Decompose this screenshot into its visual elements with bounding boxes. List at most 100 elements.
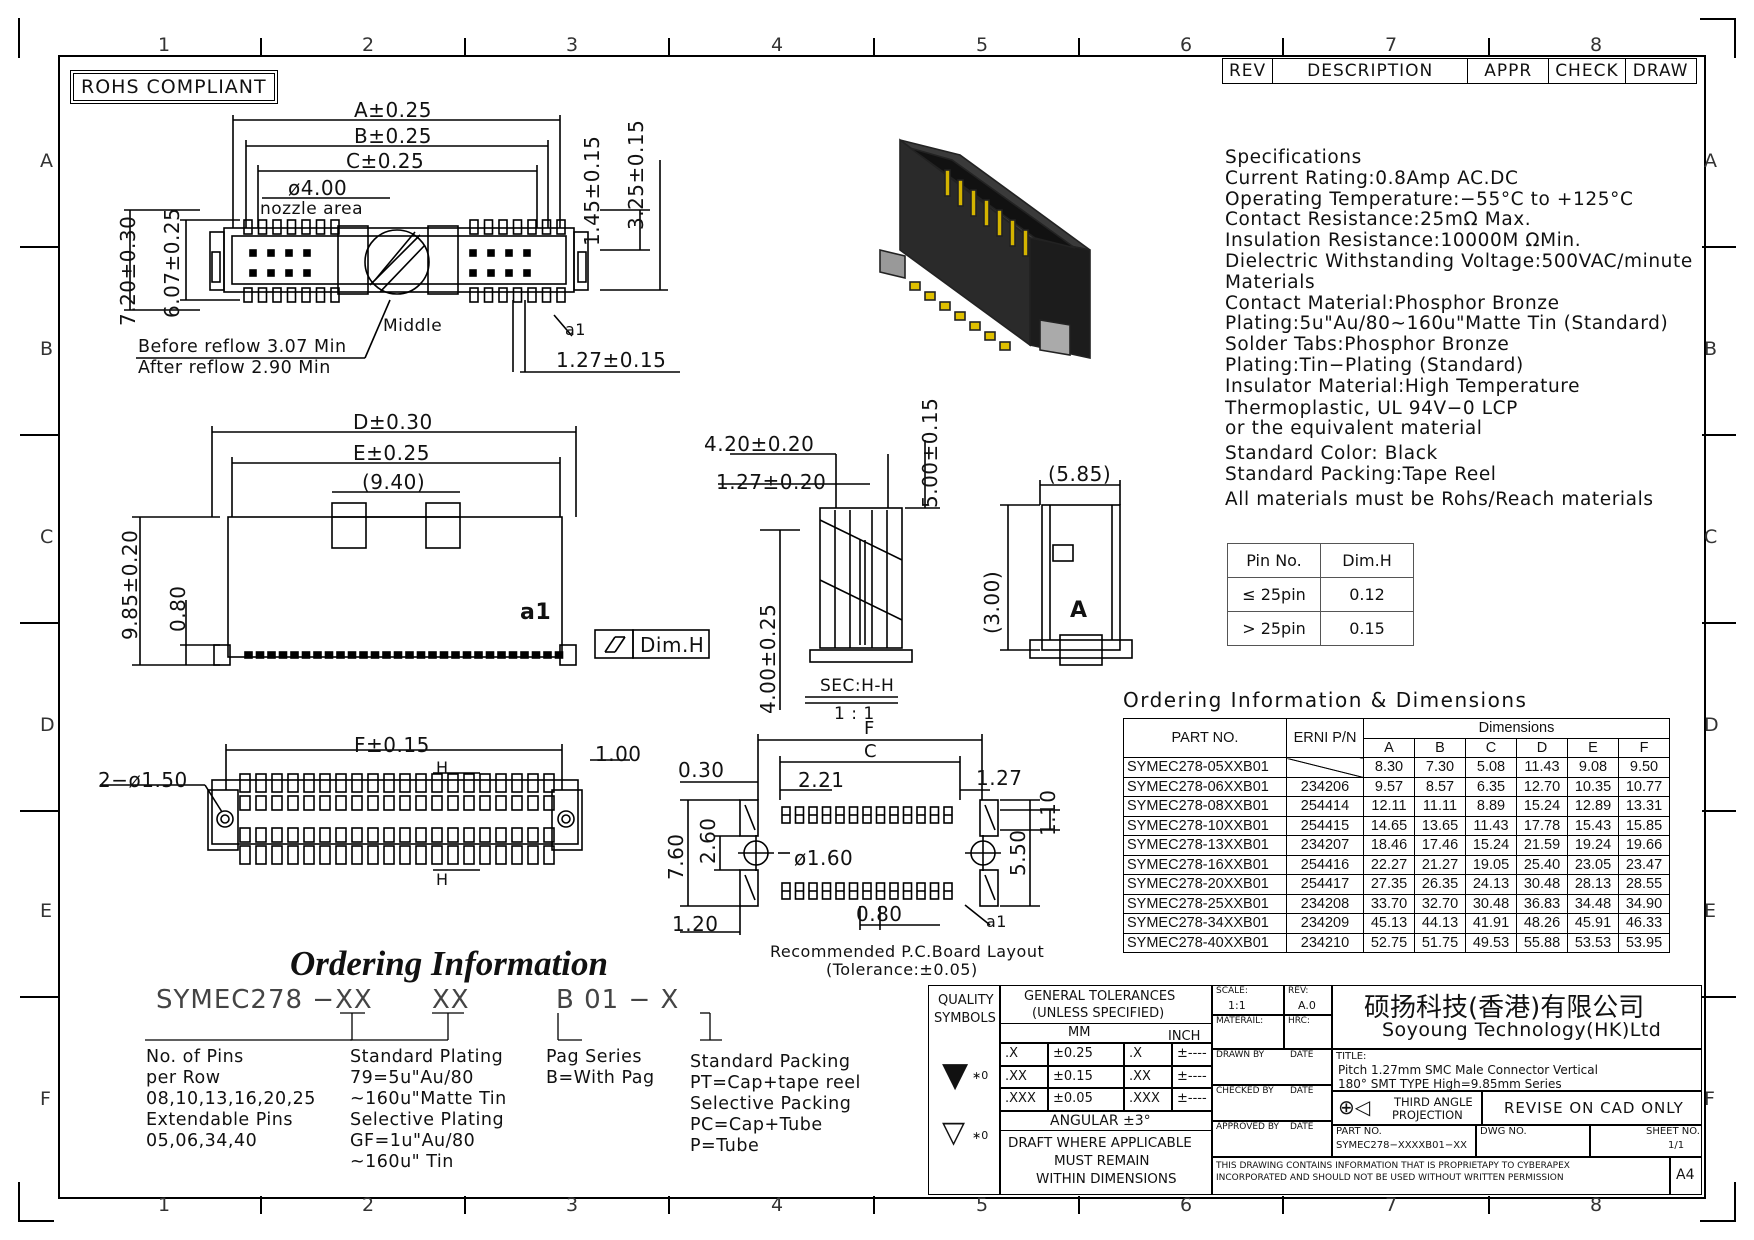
bottom-view-pin [479, 795, 491, 811]
notice-cell [1212, 1157, 1670, 1195]
zone-tick [668, 38, 670, 56]
checked-date-label: DATE [1290, 1086, 1314, 1096]
bottom-view-pin [383, 827, 395, 843]
front-pin [485, 651, 495, 659]
tol-value: ±---- [1177, 1091, 1207, 1107]
bottom-view-pin [463, 795, 475, 811]
revise-on-cad: REVISE ON CAD ONLY [1504, 1099, 1684, 1117]
tol-value: .XXX [1129, 1091, 1160, 1107]
part-no-cell [1332, 1125, 1476, 1157]
front-pin [255, 651, 265, 659]
front-pin [497, 651, 506, 659]
pcb-1-60: ø1.60 [794, 846, 854, 870]
iso-pin-top [1009, 219, 1016, 247]
dimensions-header: Dimensions [1363, 718, 1670, 739]
bottom-view-pin [383, 773, 395, 793]
front-pin [244, 651, 253, 659]
bottom-view-pin [431, 827, 443, 843]
zone-tick [873, 1196, 875, 1214]
iso-pin-foot [939, 301, 951, 311]
bottom-pin [541, 287, 552, 303]
corner-mark [1700, 18, 1736, 20]
pcb-7-60: 7.60 [664, 833, 688, 880]
part-number: SYMEC278-10XXB01 [1123, 815, 1287, 836]
bottom-view-pin [351, 827, 363, 843]
dimension-value: 17.46 [1414, 835, 1466, 856]
iso-pin-foot [969, 321, 981, 331]
bottom-view-pin [447, 827, 459, 843]
tol-value: ±0.15 [1053, 1068, 1093, 1084]
dim-c: C±0.25 [346, 149, 425, 173]
bottom-view-pin [527, 773, 539, 793]
front-pin [405, 651, 414, 659]
front-pin [416, 651, 426, 659]
dim-3-25: 3.25±0.15 [624, 119, 648, 230]
dwg-no-cell [1476, 1125, 1590, 1157]
section-mark-h-bottom: H [436, 870, 449, 889]
bottom-view-pin [319, 845, 331, 865]
dim-col-header: D [1516, 737, 1568, 758]
iso-pin-foot [954, 311, 966, 321]
zone-row-label: C [1704, 526, 1718, 548]
proprietary-notice-1: THIS DRAWING CONTAINS INFORMATION THAT I… [1216, 1161, 1570, 1171]
contact-dot [249, 249, 257, 257]
part-number: SYMEC278-13XXB01 [1123, 835, 1287, 856]
dimension-value: 7.30 [1414, 757, 1466, 778]
bottom-view-pin [479, 845, 491, 865]
bottom-pin [512, 287, 523, 303]
front-pin [531, 651, 541, 659]
iso-pin-top [1022, 229, 1029, 257]
bottom-view-pin [399, 827, 411, 843]
part-number: SYMEC278-40XXB01 [1123, 932, 1287, 953]
unless-specified: (UNLESS SPECIFIED) [1032, 1006, 1165, 1021]
dimension-value: 28.55 [1618, 874, 1670, 895]
bottom-view-pin [447, 795, 459, 811]
zone-row-label: F [1704, 1088, 1715, 1110]
tol-cell [1124, 1065, 1172, 1089]
dimension-value: 26.35 [1414, 874, 1466, 895]
erni-part-number: 234208 [1286, 893, 1364, 914]
front-pin [301, 651, 311, 659]
order-code-series: SYMEC278 −XX [156, 985, 373, 1015]
contact-dot [249, 269, 257, 277]
zone-tick [1702, 622, 1736, 624]
top-pin [483, 219, 494, 235]
zone-tick [260, 1196, 262, 1214]
drawn-date-label: DATE [1290, 1050, 1314, 1060]
pin-no-header: Pin No. [1227, 543, 1321, 578]
top-view-pins-upper [243, 219, 566, 303]
projection-icon: ⊕◁ [1338, 1095, 1371, 1119]
bottom-view-pin [271, 795, 283, 811]
order-code-suffix: B 01 − X [556, 985, 680, 1015]
zone-row-label: E [1704, 900, 1717, 922]
zone-column-label: 4 [771, 34, 784, 56]
dimension-value: 52.75 [1363, 932, 1415, 953]
bottom-pin [243, 287, 253, 303]
erni-part-number: 254415 [1286, 815, 1364, 836]
revise-cell [1482, 1091, 1702, 1125]
dim-f: F±0.15 [354, 733, 430, 757]
top-view [124, 115, 680, 373]
section-mark-h-top: H [436, 758, 449, 777]
section-scale: 1 : 1 [834, 704, 875, 724]
legend-line: Standard Plating [350, 1047, 504, 1067]
before-reflow: Before reflow 3.07 Min [138, 337, 347, 357]
approved-cell [1212, 1121, 1332, 1157]
drawn-by-label: DRAWN BY [1216, 1050, 1265, 1060]
pcb-2-21: 2.21 [798, 768, 845, 792]
contact-dot [469, 269, 477, 277]
dimension-value: 49.53 [1465, 932, 1517, 953]
zone-tick [260, 38, 262, 56]
spec-line: Solder Tabs:Phosphor Bronze [1225, 334, 1510, 356]
tol-cell [1172, 1065, 1212, 1089]
dim-col-header: E [1567, 737, 1619, 758]
symbols-label: SYMBOLS [934, 1011, 996, 1026]
tol-value: .XX [1005, 1068, 1027, 1084]
side-view [1000, 480, 1133, 666]
dim-col-header: B [1414, 737, 1466, 758]
zone-row-label: B [40, 338, 54, 360]
bottom-view-pin [255, 773, 267, 793]
contact-dot [469, 249, 477, 257]
